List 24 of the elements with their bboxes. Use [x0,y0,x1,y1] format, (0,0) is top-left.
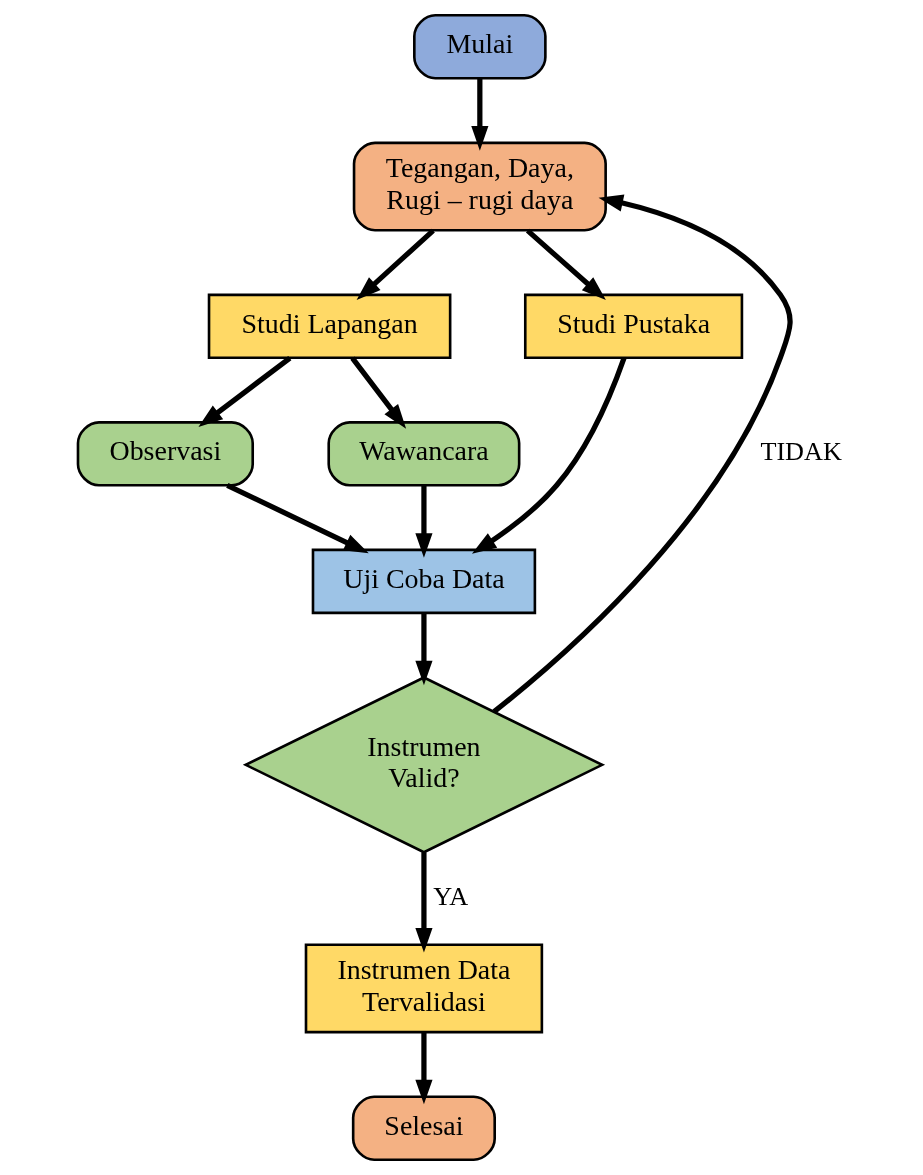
arrow [198,356,292,428]
node-box: Uji Coba Data [311,548,537,615]
node-box: Wawancara [327,421,521,487]
arrow [471,78,489,151]
arrow [492,194,793,714]
arrow [350,356,407,429]
arrow [415,852,433,953]
node-box: Studi Pustaka [523,293,744,360]
node-box: Selesai [351,1095,496,1161]
arrow [471,356,627,554]
arrow [415,485,433,558]
edge-label: YA [433,881,469,911]
arrow [525,228,606,300]
arrow [415,612,433,686]
arrow [356,228,435,301]
edge-label: TIDAK [760,436,842,466]
node-box: Instrumen Data Tervalidasi [304,943,544,1034]
node-box: Mulai [413,13,547,80]
arrow [226,482,369,554]
arrow [415,1032,433,1105]
node-box: Tegangan, Daya, Rugi – rugi daya [352,141,607,232]
node-diamond: Instrumen Valid? [242,676,606,854]
node-box: Studi Lapangan [207,293,452,360]
node-box: Observasi [76,421,254,487]
